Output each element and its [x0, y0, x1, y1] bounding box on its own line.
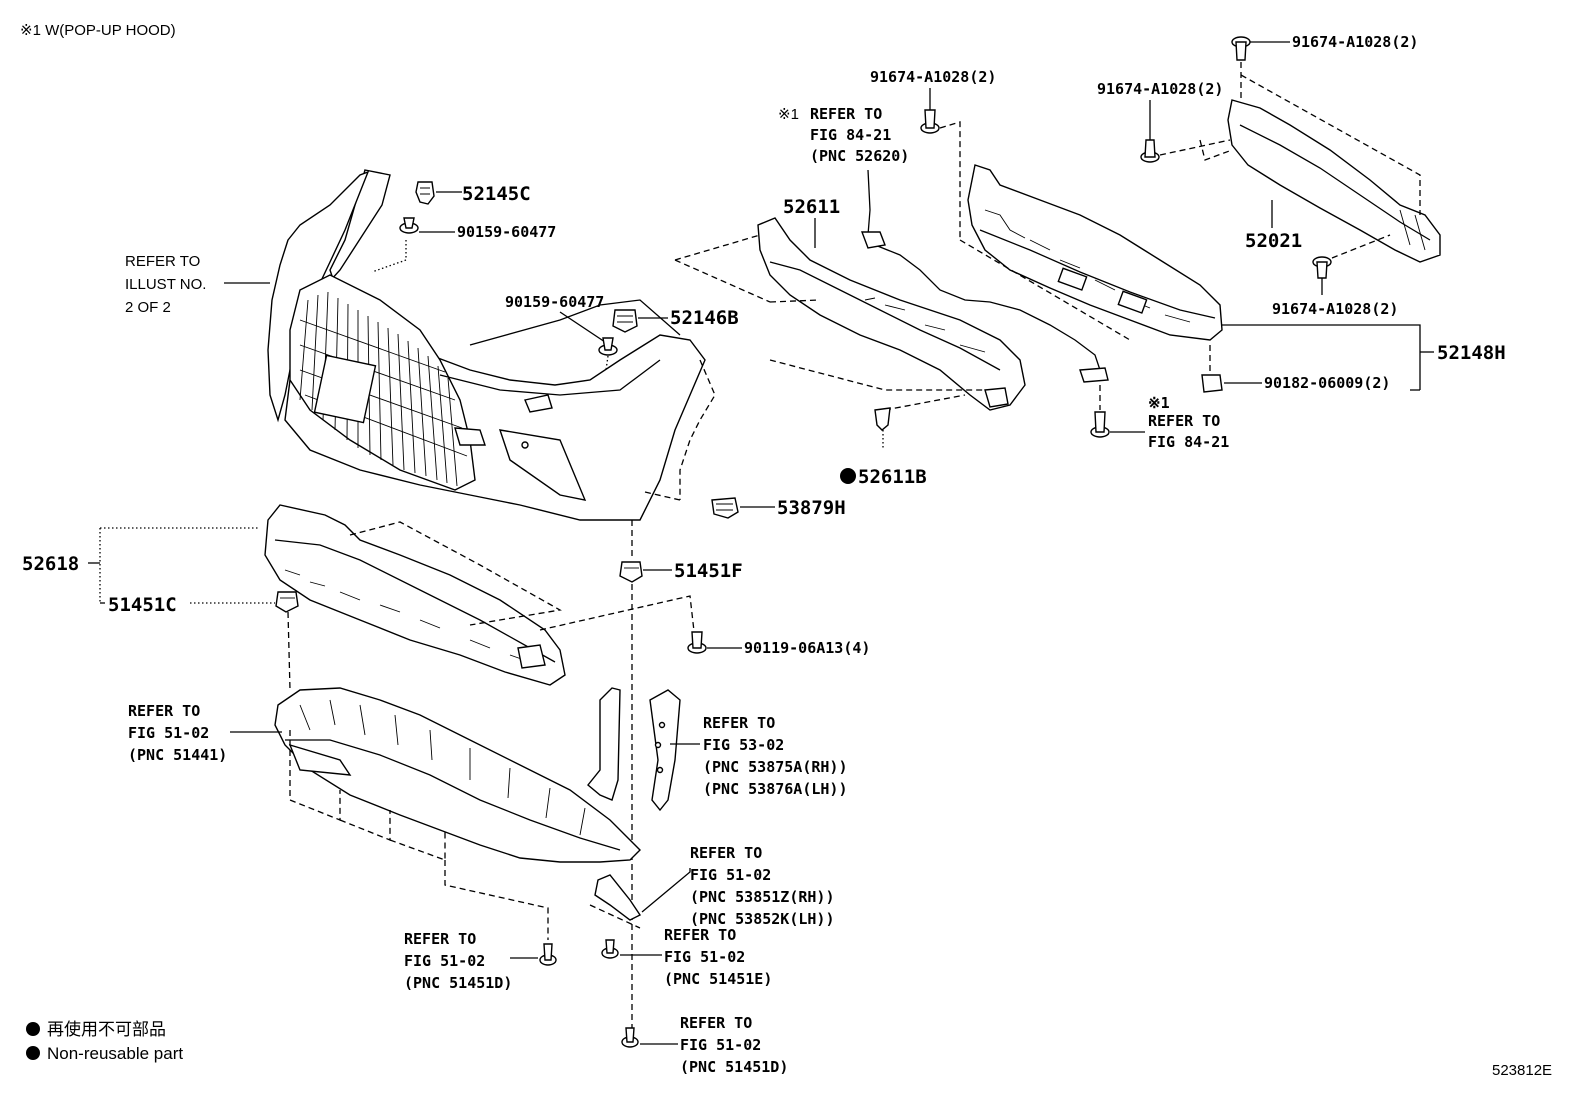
fender-bracket-53875a	[587, 687, 681, 812]
popup-ref-line1: REFER TO	[810, 105, 882, 123]
clip-51451d-bottom-icon	[621, 1027, 639, 1048]
ref-53851-line4: (PNC 53852K(LH))	[690, 910, 835, 928]
ref-51451d-bottom-line2: FIG 51-02	[680, 1036, 761, 1054]
part-91674-top-label: 91674-A1028(2)	[1292, 33, 1418, 51]
ref-53875-line4: (PNC 53876A(LH))	[703, 780, 848, 798]
ref-51441-line1: REFER TO	[128, 702, 200, 720]
part-51451f-label: 51451F	[674, 560, 743, 582]
ref-8421-mark: ※1	[1148, 394, 1170, 412]
popup-ref-line2: FIG 84-21	[810, 126, 891, 144]
part-52148h-label: 52148H	[1437, 342, 1506, 364]
bolt-90119-icon	[687, 631, 707, 654]
clip-51451c-icon	[275, 591, 299, 613]
bolt-91674-mid-icon	[1140, 139, 1160, 163]
clip-51451f-icon	[619, 561, 643, 583]
ref-51451d-bottom-line1: REFER TO	[680, 1014, 752, 1032]
part-52611-label: 52611	[783, 196, 840, 218]
illust-ref-line1: REFER TO	[125, 253, 200, 270]
part-52618-label: 52618	[22, 553, 79, 575]
seal-bracket-53851z	[594, 874, 642, 921]
ref-51451e-line1: REFER TO	[664, 926, 736, 944]
legend-en: Non-reusable part	[47, 1044, 183, 1063]
legend-dot-en-icon	[26, 1046, 40, 1060]
lower-absorber-52618	[264, 504, 566, 686]
part-91674-left-label: 91674-A1028(2)	[870, 68, 996, 86]
clip-52146b-icon	[612, 309, 638, 333]
ref-53875-line1: REFER TO	[703, 714, 775, 732]
screw-90159-middle-icon	[598, 337, 618, 356]
clip-52611b-icon	[874, 407, 891, 431]
illust-ref-line3: 2 OF 2	[125, 299, 171, 316]
legend-dot-jp-icon	[26, 1022, 40, 1036]
ref-51451d-left-line3: (PNC 51451D)	[404, 974, 512, 992]
illust-ref-line2: ILLUST NO.	[125, 276, 206, 293]
ref-53851-line2: FIG 51-02	[690, 866, 771, 884]
part-53879h-label: 53879H	[777, 497, 846, 519]
clip-51451e-icon	[601, 939, 619, 959]
ref-51451d-left-line2: FIG 51-02	[404, 952, 485, 970]
bolt-91674-left-icon	[920, 109, 940, 134]
ref-51451d-bottom-line3: (PNC 51451D)	[680, 1058, 788, 1076]
ref-53851-line1: REFER TO	[690, 844, 762, 862]
ref-51441-line3: (PNC 51441)	[128, 746, 227, 764]
bolt-91674-top-icon	[1231, 36, 1251, 61]
ref-51441-line2: FIG 51-02	[128, 724, 209, 742]
part-52145c-label: 52145C	[462, 183, 531, 205]
figure-id: 523812E	[1492, 1062, 1552, 1079]
popup-ref-line3: (PNC 52620)	[810, 147, 909, 165]
part-91674-low-label: 91674-A1028(2)	[1272, 300, 1398, 318]
ref-51451e-line3: (PNC 51451E)	[664, 970, 772, 988]
part-90182-label: 90182-06009(2)	[1264, 374, 1390, 392]
part-90159-upper-label: 90159-60477	[457, 223, 556, 241]
ref-51451d-left-line1: REFER TO	[404, 930, 476, 948]
ref-51451e-line2: FIG 51-02	[664, 948, 745, 966]
popup-ref-mark: ※1	[778, 106, 799, 123]
bumper-retainer-52611	[757, 217, 1026, 411]
part-52146b-label: 52146B	[670, 307, 739, 329]
engine-under-cover	[274, 687, 641, 863]
ref-53875-line3: (PNC 53875A(RH))	[703, 758, 848, 776]
part-91674-mid-label: 91674-A1028(2)	[1097, 80, 1223, 98]
header-note: ※1 W(POP-UP HOOD)	[20, 22, 176, 39]
part-52021-label: 52021	[1245, 230, 1302, 252]
front-bumper-cover	[267, 169, 716, 521]
non-reusable-dot-icon	[840, 468, 856, 484]
ref-53851-line3: (PNC 53851Z(RH))	[690, 888, 835, 906]
bolt-8421-icon	[1090, 411, 1110, 438]
screw-90159-upper-icon	[399, 217, 419, 234]
clip-53879h-icon	[711, 497, 739, 519]
nut-90182-icon	[1201, 374, 1223, 393]
bolt-91674-low-icon	[1312, 256, 1332, 279]
bumper-reinforcement-52021	[1227, 99, 1441, 263]
energy-absorber-52148h	[967, 164, 1223, 341]
legend-jp: 再使用不可部品	[47, 1019, 166, 1039]
part-90159-middle-label: 90159-60477	[505, 293, 604, 311]
clip-51451d-left-icon	[539, 943, 557, 966]
ref-8421-line1: REFER TO	[1148, 412, 1220, 430]
part-51451c-label: 51451C	[108, 594, 177, 616]
ref-8421-line2: FIG 84-21	[1148, 433, 1229, 451]
popup-hood-harness	[860, 169, 1109, 383]
part-52611b-label: 52611B	[858, 466, 927, 488]
part-90119-label: 90119-06A13(4)	[744, 639, 870, 657]
ref-53875-line2: FIG 53-02	[703, 736, 784, 754]
clip-52145c-icon	[415, 181, 435, 205]
